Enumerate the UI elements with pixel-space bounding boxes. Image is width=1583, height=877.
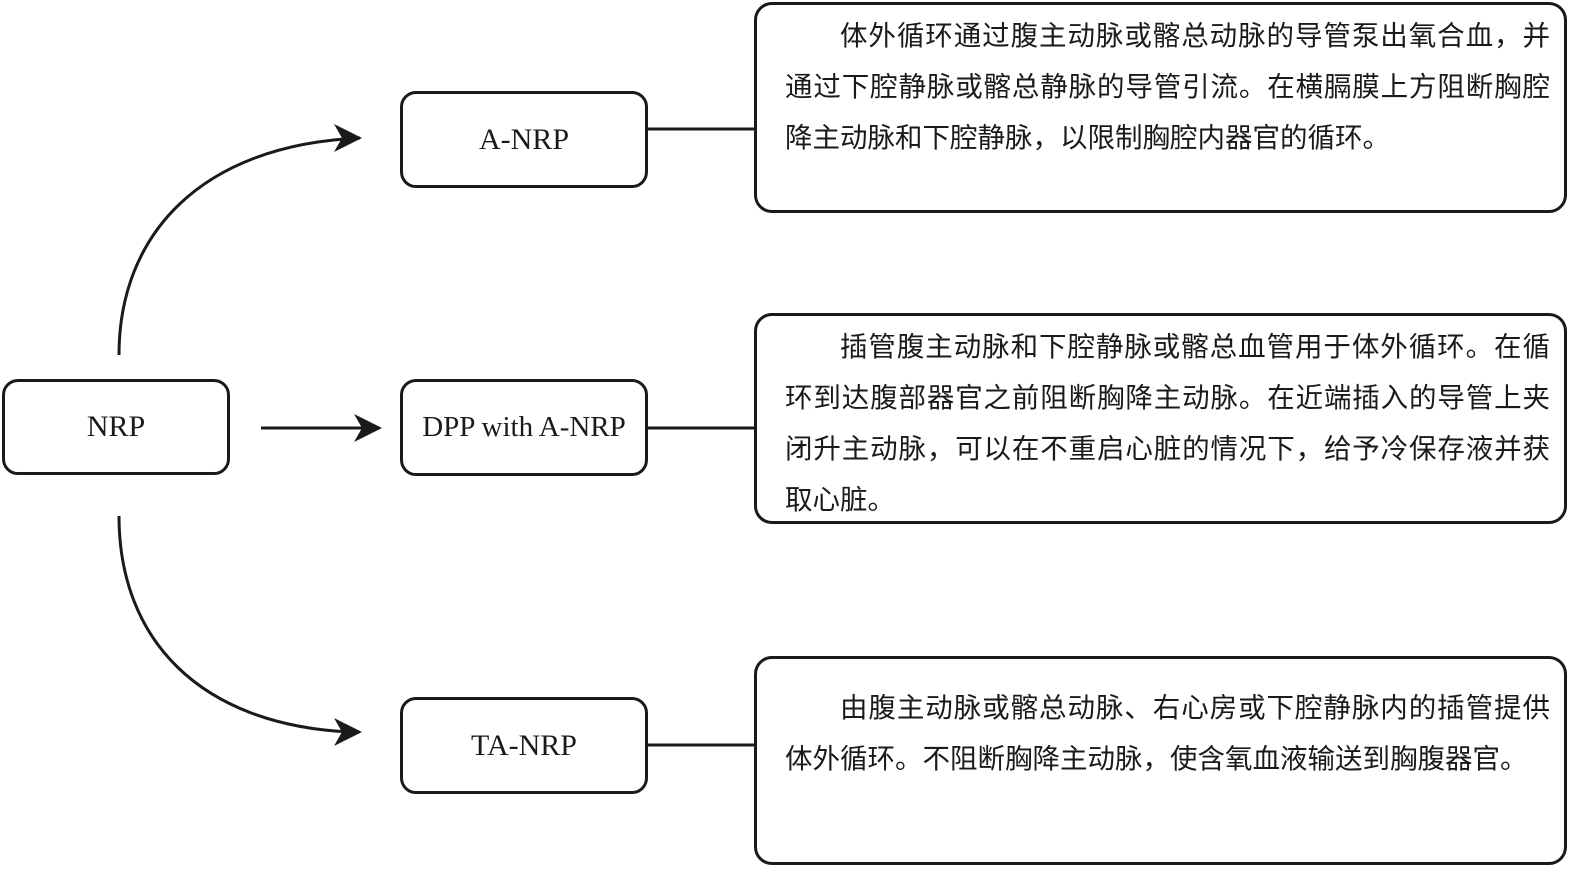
arrow-nrp-to-tanrp [117, 515, 351, 734]
branch-node-a-nrp: A-NRP [400, 91, 648, 188]
description-text: 体外循环通过腹主动脉或髂总动脉的导管泵出氧合血，并通过下腔静脉或髂总静脉的导管引… [785, 20, 1550, 154]
description-box-a-nrp: 体外循环通过腹主动脉或髂总动脉的导管泵出氧合血，并通过下腔静脉或髂总静脉的导管引… [754, 2, 1567, 213]
arrowhead-tanrp [334, 718, 362, 746]
arrowhead-dpp [354, 414, 382, 442]
branch-node-label: DPP with A-NRP [422, 411, 626, 443]
description-box-ta-nrp: 由腹主动脉或髂总动脉、右心房或下腔静脉内的插管提供体外循环。不阻断胸降主动脉，使… [754, 656, 1567, 865]
arrowhead-anrp [334, 124, 362, 152]
branch-node-label: TA-NRP [471, 728, 577, 762]
branch-node-dpp-with-a-nrp: DPP with A-NRP [400, 379, 648, 476]
root-node-label: NRP [86, 410, 146, 443]
description-text: 插管腹主动脉和下腔静脉或髂总血管用于体外循环。在循环到达腹部器官之前阻断胸降主动… [785, 331, 1550, 516]
branch-node-ta-nrp: TA-NRP [400, 697, 648, 794]
description-box-dpp-with-a-nrp: 插管腹主动脉和下腔静脉或髂总血管用于体外循环。在循环到达腹部器官之前阻断胸降主动… [754, 313, 1567, 524]
root-node-nrp: NRP [2, 379, 230, 475]
branch-node-label: A-NRP [478, 122, 569, 156]
arrow-nrp-to-anrp [117, 136, 361, 356]
description-text: 由腹主动脉或髂总动脉、右心房或下腔静脉内的插管提供体外循环。不阻断胸降主动脉，使… [785, 692, 1550, 775]
